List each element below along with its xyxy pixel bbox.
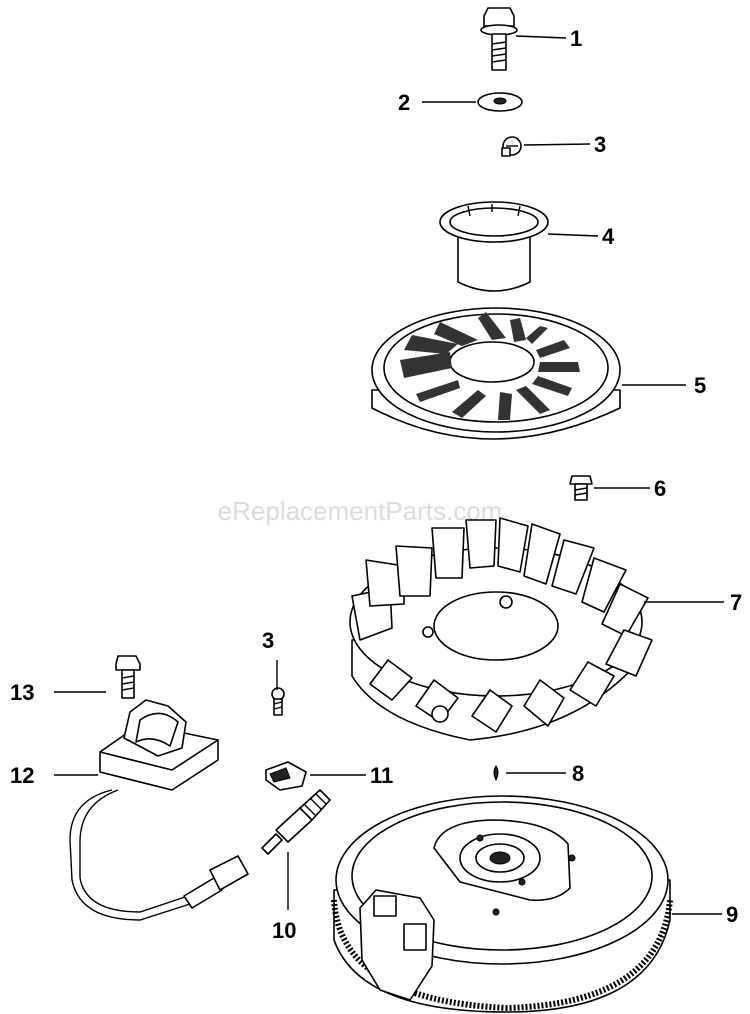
callout-3-lower: 3: [262, 628, 274, 653]
part-7-fan: [349, 517, 653, 741]
part-10-plug: [261, 789, 331, 855]
leader-lines: [54, 35, 724, 915]
callout-2: 2: [398, 90, 410, 115]
callout-7: 7: [730, 590, 742, 615]
callout-labels: 1 2 3 4 5 6 7 3 8 9 10 11 12 13: [10, 26, 742, 943]
part-5-fan-screen: [371, 307, 621, 440]
callout-5: 5: [694, 373, 706, 398]
callout-4: 4: [602, 224, 615, 249]
callout-13: 13: [10, 680, 34, 705]
part-2-washer: [477, 92, 523, 112]
callout-11: 11: [370, 763, 393, 788]
watermark-text: eReplacementParts.com: [218, 496, 503, 526]
callout-10: 10: [272, 918, 296, 943]
part-1-bolt: [480, 7, 518, 71]
part-4-cup: [439, 201, 549, 292]
part-8-key: [493, 765, 499, 782]
callout-8: 8: [572, 761, 584, 786]
callout-6: 6: [654, 476, 666, 501]
part-12-ignition-module: [69, 699, 249, 921]
part-9-flywheel: [331, 795, 673, 1013]
part-6-screw: [569, 475, 593, 501]
part-3-screw-lower: [271, 687, 285, 716]
part-13-bolt: [115, 655, 141, 699]
callout-9: 9: [726, 902, 738, 927]
part-3-screw-upper: [501, 136, 522, 157]
callout-12: 12: [10, 763, 34, 788]
part-11-clip: [265, 761, 307, 791]
callout-3: 3: [594, 132, 606, 157]
callout-1: 1: [570, 26, 582, 51]
